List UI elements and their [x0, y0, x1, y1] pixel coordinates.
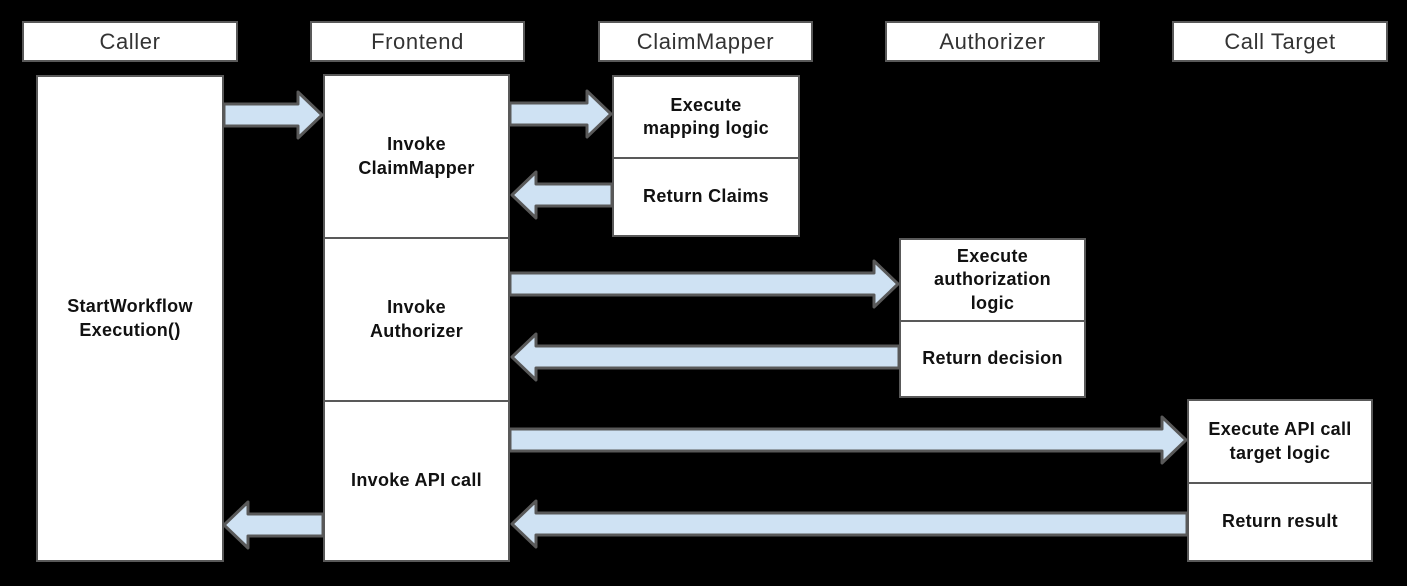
authorizer-step-return: Return decision — [901, 320, 1084, 396]
claimmapper-step-return: Return Claims — [614, 157, 798, 235]
arrow-frontend-to-claimmapper — [508, 89, 613, 139]
claimmapper-step-label: Execute mapping logic — [643, 94, 769, 138]
arrow-authorizer-to-frontend — [510, 332, 901, 382]
caller-step-label: StartWorkflow Execution() — [67, 296, 193, 340]
frontend-step-invoke-claimmapper: Invoke ClaimMapper — [325, 76, 508, 237]
lane-header-caller: Caller — [22, 21, 238, 62]
activation-authorizer: Execute authorization logic Return decis… — [899, 238, 1086, 398]
frontend-step-invoke-api-call: Invoke API call — [325, 400, 508, 560]
frontend-step-label: Invoke Authorizer — [370, 297, 463, 341]
arrow-frontend-to-calltarget — [508, 415, 1188, 465]
frontend-step-label: Invoke API call — [351, 470, 482, 491]
calltarget-step-label: Return result — [1222, 511, 1338, 532]
frontend-step-invoke-authorizer: Invoke Authorizer — [325, 237, 508, 400]
claimmapper-step-label: Return Claims — [643, 186, 769, 207]
authorizer-step-execute: Execute authorization logic — [901, 240, 1084, 320]
calltarget-step-label: Execute API call target logic — [1208, 419, 1352, 463]
caller-step: StartWorkflow Execution() — [38, 77, 222, 560]
arrow-calltarget-to-frontend — [510, 499, 1189, 549]
arrow-frontend-to-authorizer — [508, 259, 900, 309]
arrow-claimmapper-to-frontend — [510, 170, 614, 220]
claimmapper-step-execute: Execute mapping logic — [614, 77, 798, 157]
calltarget-step-execute: Execute API call target logic — [1189, 401, 1371, 482]
activation-caller: StartWorkflow Execution() — [36, 75, 224, 562]
lane-header-frontend: Frontend — [310, 21, 525, 62]
lane-header-calltarget: Call Target — [1172, 21, 1388, 62]
activation-calltarget: Execute API call target logic Return res… — [1187, 399, 1373, 562]
lane-header-claimmapper: ClaimMapper — [598, 21, 813, 62]
authorizer-step-label: Execute authorization logic — [934, 246, 1051, 313]
calltarget-step-return: Return result — [1189, 482, 1371, 560]
arrow-caller-to-frontend — [222, 90, 324, 140]
lane-header-authorizer: Authorizer — [885, 21, 1100, 62]
activation-frontend: Invoke ClaimMapper Invoke Authorizer Inv… — [323, 74, 510, 562]
frontend-step-label: Invoke ClaimMapper — [358, 134, 475, 178]
authorizer-step-label: Return decision — [922, 348, 1063, 369]
activation-claimmapper: Execute mapping logic Return Claims — [612, 75, 800, 237]
arrow-frontend-to-caller — [222, 500, 325, 550]
